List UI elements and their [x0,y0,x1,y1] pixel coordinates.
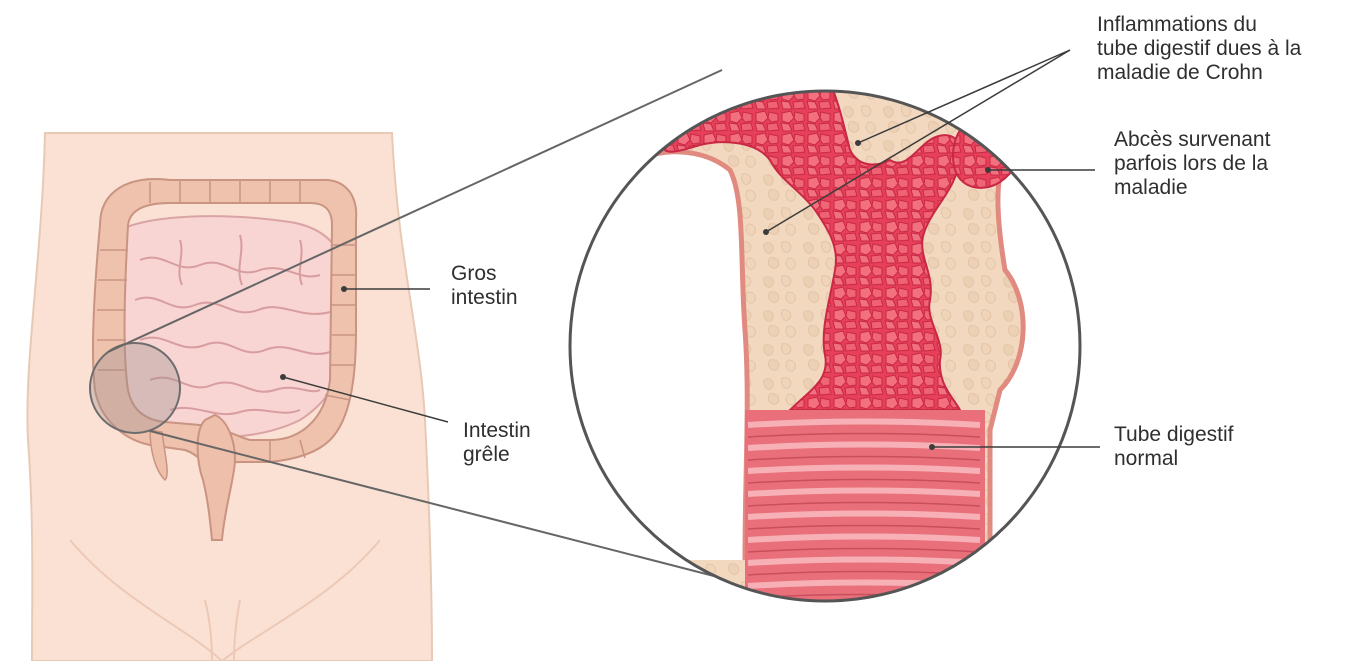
label-inflammations-line3: maladie de Crohn [1097,61,1301,85]
label-gros-intestin-line2: intestin [451,286,518,310]
wall-outline-left [570,152,747,560]
magnified-view [570,48,1090,620]
label-inflammations-line2: tube digestif dues à la [1097,37,1301,61]
label-abces-line1: Abcès survenant [1114,128,1270,152]
magnified-region-circle [90,343,180,433]
label-abces: Abcès survenant parfois lors de la malad… [1114,128,1270,200]
label-gros-intestin-line1: Gros [451,262,518,286]
torso-illustration [27,133,432,661]
label-inflammations-line1: Inflammations du [1097,13,1301,37]
label-gros-intestin: Gros intestin [451,262,518,310]
label-abces-line2: parfois lors de la [1114,152,1270,176]
label-intestin-grele: Intestin grêle [463,419,531,467]
label-tube-normal: Tube digestif normal [1114,423,1233,471]
normal-tube [745,410,985,610]
label-tube-normal-line1: Tube digestif [1114,423,1233,447]
label-intestin-grele-line1: Intestin [463,419,531,443]
label-abces-line3: maladie [1114,176,1270,200]
label-intestin-grele-line2: grêle [463,443,531,467]
label-tube-normal-line2: normal [1114,447,1233,471]
label-inflammations: Inflammations du tube digestif dues à la… [1097,13,1301,85]
